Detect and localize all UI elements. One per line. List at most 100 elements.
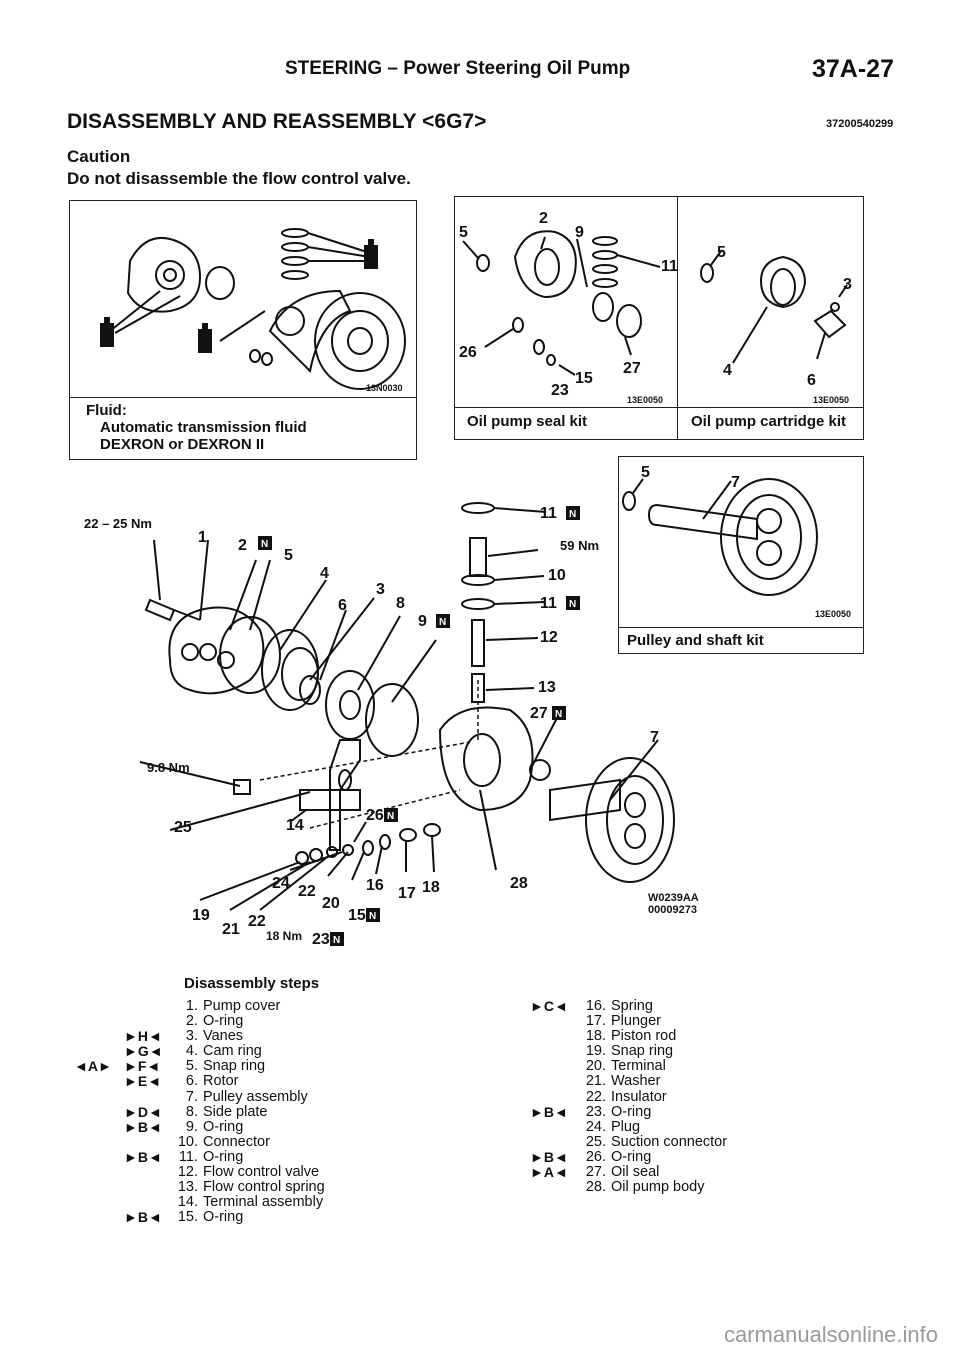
step-label: Vanes: [203, 1028, 244, 1045]
step-item: ►C◄16.Spring: [530, 998, 800, 1014]
step-label: O-ring: [203, 1148, 244, 1165]
torque-label: 59 Nm: [560, 538, 600, 553]
service-point-mark: ►B◄: [124, 1118, 162, 1135]
new-part-symbol: N: [261, 539, 268, 550]
step-item: 20. Terminal: [580, 1059, 800, 1074]
step-number: 18.: [585, 1028, 606, 1045]
svg-text:4: 4: [320, 565, 329, 582]
svg-text:23: 23: [312, 931, 330, 948]
step-label: Connector: [203, 1133, 270, 1150]
seal-kit-illustration: 5 2 9 11 26 27 15 23: [459, 210, 677, 399]
step-item: 25. Suction connector: [580, 1133, 800, 1150]
svg-text:22: 22: [298, 883, 316, 900]
new-part-symbol: N: [569, 599, 576, 610]
step-label: Insulator: [611, 1088, 667, 1105]
torque-label: 18 Nm: [266, 929, 303, 943]
step-label: Terminal: [611, 1058, 666, 1075]
step-label: Spring: [611, 998, 653, 1014]
step-item: 12.Flow control valve: [172, 1164, 422, 1180]
step-item: ►D◄8.Side plate: [124, 1103, 422, 1120]
step-item: ►H◄3.Vanes: [124, 1028, 422, 1045]
step-label: Cam ring: [203, 1043, 262, 1060]
step-label: Snap ring: [203, 1058, 266, 1075]
svg-text:27: 27: [530, 705, 548, 722]
step-item: ►B◄11.O-ring: [124, 1148, 422, 1165]
step-item: 7.Pulley assembly: [172, 1088, 422, 1105]
fluid-box: 13N0030 Fluid: Automatic transmission fl…: [69, 200, 417, 460]
step-label: O-ring: [611, 1103, 652, 1120]
svg-text:5: 5: [717, 244, 726, 261]
caution-text: Do not disassemble the flow control valv…: [67, 169, 411, 188]
fluid-line-2: DEXRON or DEXRON II: [100, 436, 265, 453]
step-item: 22. Insulator: [580, 1088, 800, 1105]
caution-block: Caution Do not disassemble the flow cont…: [67, 146, 411, 190]
step-number: 4.: [185, 1043, 198, 1060]
seal-kit-caption: Oil pump seal kit: [467, 413, 588, 430]
step-label: Side plate: [203, 1103, 268, 1120]
step-number: 14.: [177, 1194, 198, 1211]
step-number: 25.: [585, 1133, 606, 1150]
service-point-mark: ►F◄: [124, 1058, 161, 1075]
svg-text:11: 11: [661, 258, 677, 275]
step-number: 6.: [185, 1073, 198, 1090]
step-number: 1.: [185, 998, 198, 1014]
step-number: 5.: [185, 1058, 198, 1075]
service-point-mark: ►D◄: [124, 1103, 162, 1120]
svg-text:5: 5: [284, 547, 293, 564]
step-number: 23.: [585, 1103, 606, 1120]
step-label: O-ring: [203, 1013, 244, 1030]
fluid-illustration: [100, 228, 406, 390]
svg-text:11: 11: [540, 595, 557, 612]
step-item: 21. Washer: [580, 1074, 800, 1089]
svg-text:26: 26: [459, 344, 477, 361]
step-label: Pulley assembly: [203, 1088, 308, 1105]
step-item: ►B◄26.O-ring: [530, 1148, 800, 1165]
figure-code: W0239AA: [648, 892, 699, 904]
step-number: 2.: [185, 1013, 198, 1030]
reassembly-mark: ◄A►: [74, 1058, 112, 1075]
fluid-line-1: Automatic transmission fluid: [100, 419, 307, 436]
step-label: Pump cover: [203, 998, 281, 1014]
step-label: Piston rod: [611, 1028, 677, 1045]
exploded-diagram: 1 2 5 4 3 6 8 9 11 10 11 12 13 27 7 25 1…: [139, 502, 675, 948]
step-item: ►B◄15.O-ring: [124, 1209, 422, 1226]
step-label: Suction connector: [611, 1133, 728, 1150]
section-title: DISASSEMBLY AND REASSEMBLY <6G7>: [67, 110, 487, 133]
new-part-symbol: N: [569, 509, 576, 520]
step-item: ◄A► ►F◄ 5. Snap ring: [74, 1058, 422, 1075]
step-label: O-ring: [611, 1148, 652, 1165]
step-item: ►G◄4.Cam ring: [124, 1043, 422, 1060]
svg-text:7: 7: [650, 729, 659, 746]
pulley-kit-box: 5 7 13E0050 Pulley and shaft kit: [618, 456, 864, 654]
divider: [70, 397, 416, 398]
service-point-mark: ►C◄: [530, 998, 568, 1014]
step-number: 22.: [585, 1088, 606, 1105]
figure-code: 13E0050: [813, 395, 850, 405]
kit-box: 5 2 9 11 26 27 15 23 13E0050 5 3 4 6: [454, 196, 864, 440]
step-label: Snap ring: [611, 1043, 674, 1060]
service-point-mark: ►B◄: [530, 1103, 568, 1120]
torque-label: 9.8 Nm: [147, 760, 190, 775]
svg-text:22: 22: [248, 913, 266, 930]
step-label: Rotor: [203, 1073, 239, 1090]
step-number: 21.: [585, 1073, 606, 1090]
svg-text:6: 6: [807, 372, 816, 389]
torque-label: 22 – 25 Nm: [84, 516, 152, 531]
step-label: Washer: [611, 1073, 661, 1090]
step-label: Flow control spring: [203, 1179, 325, 1196]
svg-text:7: 7: [731, 474, 740, 491]
service-point-mark: ►B◄: [124, 1209, 162, 1226]
step-number: 15.: [177, 1209, 198, 1226]
step-label: O-ring: [203, 1118, 244, 1135]
svg-text:3: 3: [843, 276, 852, 293]
step-number: 20.: [585, 1058, 606, 1075]
cartridge-kit-illustration: 5 3 4 6: [700, 244, 852, 389]
svg-text:2: 2: [539, 210, 548, 227]
step-item: 28.Oil pump body: [580, 1180, 800, 1195]
figure-code: 00009273: [648, 904, 697, 916]
new-part-symbol: N: [555, 709, 562, 720]
svg-text:19: 19: [192, 907, 210, 924]
new-part-symbol: N: [439, 617, 446, 628]
divider: [455, 407, 863, 408]
